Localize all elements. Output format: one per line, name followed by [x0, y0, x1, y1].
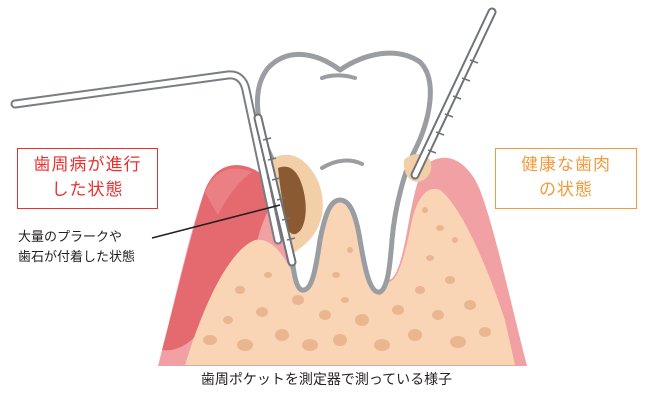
plaque-label-line2: 歯石が付着した状態	[18, 248, 135, 268]
plaque-label: 大量のプラークや 歯石が付着した状態	[18, 228, 135, 268]
periodontitis-label: 歯周病が進行 した状態	[17, 148, 158, 209]
periodontitis-label-line2: した状態	[18, 178, 157, 203]
healthy-label-line1: 健康な歯肉	[496, 153, 636, 178]
plaque-label-line1: 大量のプラークや	[18, 228, 135, 248]
figure-caption: 歯周ポケットを測定器で測っている様子	[0, 369, 653, 389]
healthy-label-line2: の状態	[496, 178, 636, 203]
periodontitis-label-line1: 歯周病が進行	[18, 153, 157, 178]
healthy-gum-label: 健康な歯肉 の状態	[495, 148, 637, 209]
